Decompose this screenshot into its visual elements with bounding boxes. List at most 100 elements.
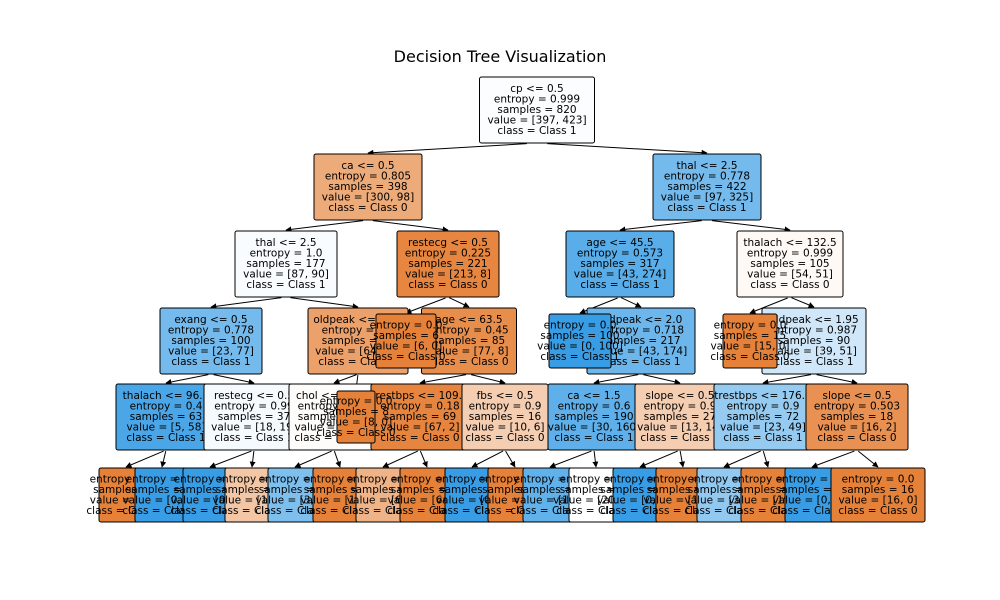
node-line: entropy = 1.0 <box>250 248 323 260</box>
node-line: age <= 63.5 <box>435 314 502 326</box>
node-line: entropy = 0.778 <box>168 325 254 337</box>
node-line: value = [397, 423] <box>487 115 586 127</box>
node-line: samples = 37 <box>218 411 290 423</box>
node-box <box>548 313 612 369</box>
tree-edge-n21-n212 <box>621 297 642 308</box>
tree-edge-n1111-L1 <box>125 450 164 468</box>
node-box <box>313 153 423 221</box>
node-line: class = Class 0 <box>465 432 544 444</box>
node-line: trestbps <= 176.0 <box>714 390 811 402</box>
node-line: thal <= 2.5 <box>676 160 737 172</box>
node-line: slope <= 0.5 <box>646 390 715 402</box>
node-line: class = Class 1 <box>246 279 325 291</box>
node-line: class = Class 1 <box>122 505 201 517</box>
tree-edge-n222-n2222 <box>816 374 858 385</box>
node-line: entropy = 0.503 <box>814 401 900 413</box>
node-line: samples = 6 <box>373 330 439 342</box>
tree-edge-n1-n12 <box>372 220 449 233</box>
node-line: value = [30, 160] <box>548 422 640 434</box>
tree-edge-n1221-L7 <box>382 450 418 468</box>
node-line: value = [97, 325] <box>661 192 753 204</box>
node-line: entropy = 0.0 <box>714 319 787 331</box>
node-line: entropy = 0.0 <box>544 319 617 331</box>
node-box <box>722 313 778 369</box>
node-line: class = Class 1 <box>214 432 293 444</box>
tree-edge-n2222-L17 <box>811 450 855 468</box>
node-line: value = [54, 51] <box>747 269 833 281</box>
node-line: samples = 100 <box>171 335 250 347</box>
node-line: class = Class 0 <box>640 432 719 444</box>
node-line: class = Class 0 <box>750 279 829 291</box>
node-line: restecg <= 0.5 <box>408 237 488 249</box>
node-line: value = [16, 2] <box>817 422 896 434</box>
node-line: class = Class 1 <box>540 351 619 363</box>
tree-edge-n12-n121 <box>405 297 446 314</box>
node-line: value = [77, 8] <box>429 346 508 358</box>
node-line: value = [13, 14] <box>637 422 723 434</box>
tree-edge-n1121-L6 <box>333 450 342 468</box>
tree-edge-n1112-L4 <box>249 451 256 468</box>
node-line: samples = 85 <box>433 335 505 347</box>
node-line: value = [23, 49] <box>720 422 806 434</box>
tree-edge-n2222-L19 <box>857 450 879 468</box>
node-line: value = [43, 174] <box>595 346 687 358</box>
node-line: entropy = 0.18 <box>380 401 459 413</box>
tree-edge-n21-n211 <box>579 297 618 314</box>
node-line: value = [6, 0] <box>370 340 442 352</box>
tree-edge-root-n1 <box>367 143 527 156</box>
tree-edge-n2-n22 <box>711 220 791 233</box>
node-box <box>479 76 595 144</box>
node-line: entropy = 0.573 <box>577 248 663 260</box>
tree-edge-n2121-L11 <box>549 450 592 468</box>
node-line: entropy = 0.4 <box>130 401 203 413</box>
node-line: value = [8, 0] <box>320 416 392 428</box>
node-line: samples = 190 <box>554 411 633 423</box>
tree-edge-n1112-L3 <box>209 450 252 468</box>
node-line: value = [23, 77] <box>168 346 254 358</box>
tree-edge-n11-n111 <box>210 297 282 310</box>
node-box <box>565 230 675 298</box>
tree-edge-n122-n1222 <box>471 374 506 385</box>
node-line: entropy = 0.99 <box>214 401 293 413</box>
node-line: value = [39, 51] <box>771 346 857 358</box>
node-line: value = [10, 6] <box>465 422 544 434</box>
node-line: samples = 16 <box>469 411 542 423</box>
node-line: samples = 69 <box>384 411 456 423</box>
node-line: value = [67, 2] <box>380 422 459 434</box>
node-line: value = [87, 90] <box>243 269 329 281</box>
tree-edge-n22-n221 <box>749 297 788 314</box>
tree-edge-n2122-L14 <box>679 450 686 468</box>
node-line: samples = 100 <box>540 330 619 342</box>
node-line: ca <= 0.5 <box>341 160 394 172</box>
node-line: entropy = 0.778 <box>664 171 750 183</box>
tree-edge-n212-n2122 <box>643 374 681 385</box>
node-line: entropy = 0.0 <box>776 473 849 485</box>
node-line: value = [0, 58] <box>122 494 201 506</box>
node-line: entropy = 0.45 <box>429 325 508 337</box>
node-line: fbs <= 0.5 <box>477 390 534 402</box>
node-line: value = [43, 274] <box>574 269 666 281</box>
node-line: class = Class 0 <box>380 432 459 444</box>
node-line: value = [0, 100] <box>537 340 623 352</box>
node-line: class = Class 1 <box>601 356 680 368</box>
node-line: class = Class 1 <box>723 432 802 444</box>
node-line: class = Class 1 <box>171 356 250 368</box>
node-box <box>234 230 338 298</box>
node-line: entropy = 0.999 <box>747 248 833 260</box>
node-line: class = Class 0 <box>817 432 896 444</box>
node-box <box>652 153 762 221</box>
node-line: class = Class 1 <box>497 125 576 137</box>
tree-edge-n11-n112 <box>290 297 359 310</box>
node-line: class = Class 1 <box>667 202 746 214</box>
node-line: samples = 16 <box>842 484 915 496</box>
